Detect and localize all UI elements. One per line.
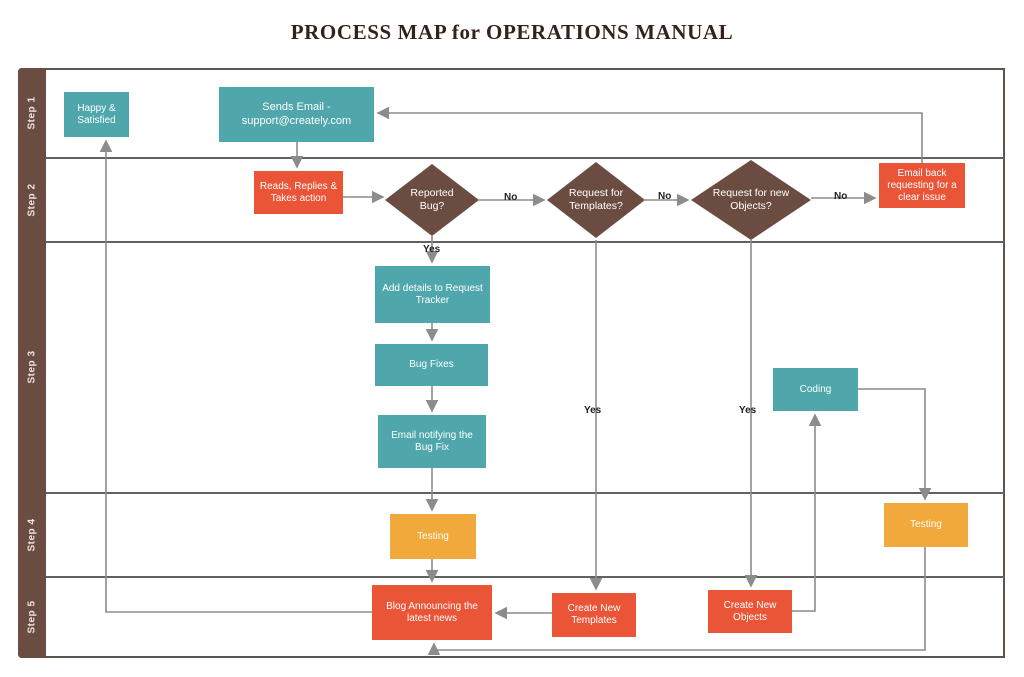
swimlane-step-bar: [18, 68, 46, 658]
node-testing-right-label: Testing: [910, 519, 942, 530]
node-add-details: Add details to Request Tracker: [375, 266, 490, 323]
node-bug-fixes-label: Bug Fixes: [409, 359, 454, 370]
node-sends-email: Sends Email - support@creately.com: [219, 87, 374, 142]
lane-divider-1: [46, 157, 1005, 159]
edge-label-no-1: No: [504, 192, 518, 203]
node-email-back: Email back requesting for a clear issue: [879, 163, 965, 208]
node-reads-replies: Reads, Replies & Takes action: [254, 171, 343, 214]
lane-divider-3: [46, 492, 1005, 494]
lane-label-step-2: Step 2: [26, 183, 38, 217]
node-create-new-objects-label: Create New Objects: [723, 599, 777, 623]
edge-label-no-3: No: [834, 191, 848, 202]
lane-label-step-4: Step 4: [26, 518, 38, 552]
node-add-details-label: Add details to Request Tracker: [382, 282, 483, 306]
node-happy-satisfied: Happy & Satisfied: [64, 92, 129, 137]
decision-request-new-objects-label: Request for new Objects?: [712, 187, 790, 212]
node-email-notifying-label: Email notifying the Bug Fix: [391, 429, 473, 453]
node-create-new-templates-label: Create New Templates: [567, 603, 621, 626]
edge-label-yes-2: Yes: [584, 405, 602, 416]
node-sends-email-label: Sends Email - support@creately.com: [241, 101, 352, 127]
node-create-new-templates: Create New Templates: [552, 593, 636, 637]
node-testing-left-label: Testing: [417, 530, 449, 542]
lane-label-step-3: Step 3: [26, 350, 38, 384]
node-happy-satisfied-label: Happy & Satisfied: [77, 102, 116, 126]
lane-divider-4: [46, 576, 1005, 578]
diagram-title: PROCESS MAP for OPERATIONS MANUAL: [290, 20, 734, 44]
node-create-new-objects: Create New Objects: [708, 590, 792, 633]
node-email-notifying: Email notifying the Bug Fix: [378, 415, 486, 468]
node-reads-replies-label: Reads, Replies & Takes action: [259, 180, 338, 204]
edge-label-yes-3: Yes: [739, 405, 757, 416]
lane-label-step-5: Step 5: [26, 600, 38, 634]
node-testing-left: Testing: [390, 514, 476, 559]
decision-reported-bug-label: Reported Bug?: [410, 187, 454, 212]
node-email-back-label: Email back requesting for a clear issue: [887, 167, 957, 203]
node-blog-announcing: Blog Announcing the latest news: [372, 585, 492, 640]
node-testing-right: Testing: [884, 503, 968, 547]
lane-divider-2: [46, 241, 1005, 243]
decision-request-templates-label: Request for Templates?: [568, 187, 624, 212]
edge-label-no-2: No: [658, 191, 672, 202]
node-coding: Coding: [773, 368, 858, 411]
edge-label-yes-1: Yes: [423, 244, 441, 255]
node-coding-label: Coding: [799, 383, 832, 395]
node-blog-announcing-label: Blog Announcing the latest news: [386, 600, 478, 624]
node-bug-fixes: Bug Fixes: [375, 344, 488, 386]
lane-label-step-1: Step 1: [26, 96, 38, 130]
